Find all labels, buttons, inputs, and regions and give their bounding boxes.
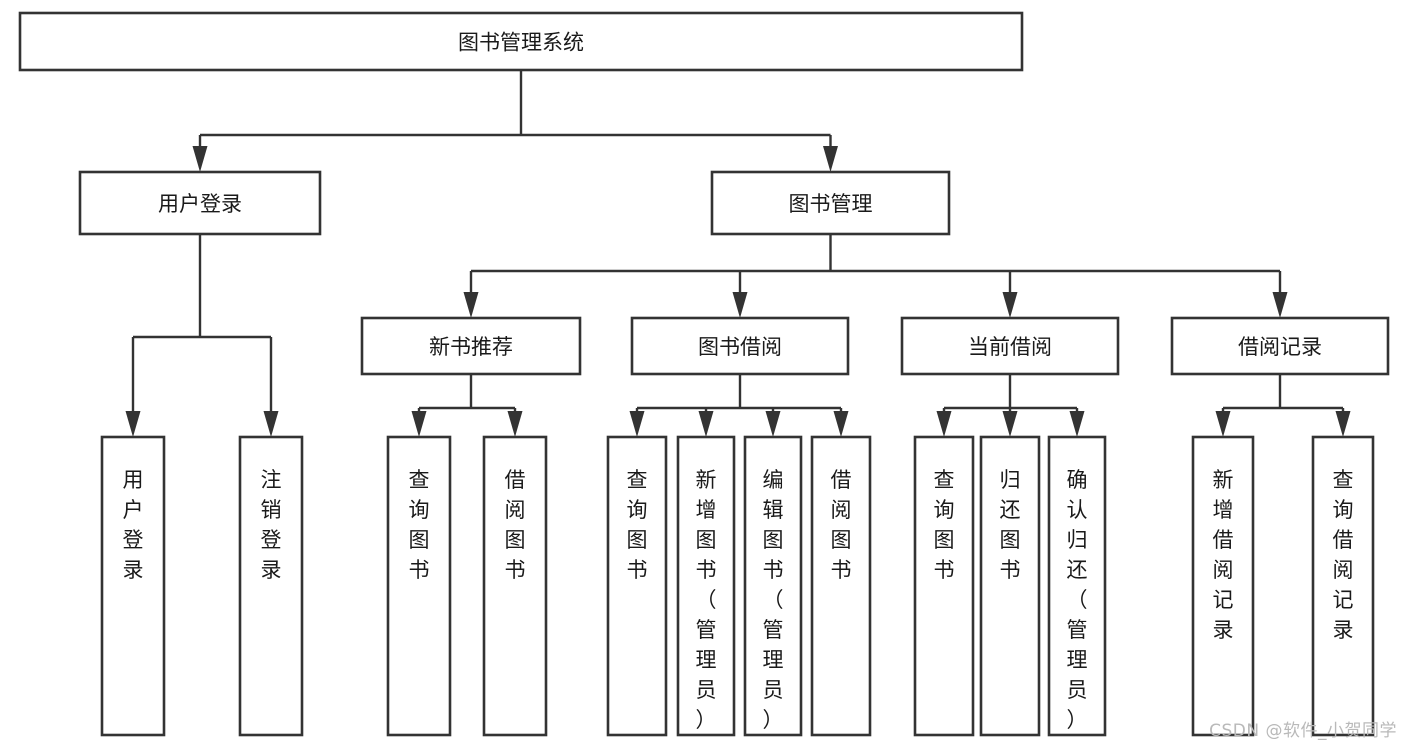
node-book-manage[interactable]: 图书管理: [710, 170, 951, 236]
connectors-layer: [125, 70, 1351, 437]
node-box: [100, 435, 166, 737]
node-leaf-query-book-3[interactable]: 查询图书: [913, 435, 975, 737]
arrow-head-icon: [1002, 411, 1018, 437]
node-label: 借阅图书: [505, 468, 526, 582]
node-box: [810, 435, 872, 737]
node-label: 新书推荐: [429, 335, 513, 359]
watermark: CSDN @软件_小贺同学: [1209, 721, 1397, 741]
node-book-borrow[interactable]: 图书借阅: [630, 316, 850, 376]
node-leaf-query-book-1[interactable]: 查询图书: [386, 435, 452, 737]
node-root[interactable]: 图书管理系统: [18, 11, 1024, 72]
node-leaf-borrow-book-1[interactable]: 借阅图书: [482, 435, 548, 737]
node-label: 当前借阅: [968, 335, 1052, 359]
node-label: 查询图书: [627, 468, 648, 582]
node-leaf-confirm-return[interactable]: 确认归还（管理员）: [1047, 435, 1107, 737]
node-label: 新增借阅记录: [1213, 468, 1234, 642]
arrow-head-icon: [1002, 292, 1018, 318]
node-box: [18, 11, 1024, 72]
node-box: [1311, 435, 1375, 737]
node-box: [238, 435, 304, 737]
arrow-head-icon: [1272, 292, 1288, 318]
node-label: 借阅记录: [1238, 335, 1322, 359]
node-box: [1191, 435, 1255, 737]
node-label: 查询图书: [934, 468, 955, 582]
arrow-head-icon: [507, 411, 523, 437]
node-box: [606, 435, 668, 737]
node-label: 新增图书（管理员）: [696, 468, 717, 732]
node-box: [482, 435, 548, 737]
node-box: [1170, 316, 1390, 376]
node-leaf-user-login[interactable]: 用户登录: [100, 435, 166, 737]
node-box: [630, 316, 850, 376]
node-label: 图书管理: [789, 192, 873, 216]
node-leaf-query-record[interactable]: 查询借阅记录: [1311, 435, 1375, 737]
node-box: [900, 316, 1120, 376]
arrow-head-icon: [411, 411, 427, 437]
node-label: 图书管理系统: [458, 31, 584, 55]
arrow-head-icon: [823, 146, 838, 172]
node-user-login[interactable]: 用户登录: [78, 170, 322, 236]
node-box: [913, 435, 975, 737]
arrow-head-icon: [263, 411, 279, 437]
node-leaf-add-record[interactable]: 新增借阅记录: [1191, 435, 1255, 737]
node-leaf-edit-book[interactable]: 编辑图书（管理员）: [743, 435, 803, 737]
node-box: [386, 435, 452, 737]
node-box: [360, 316, 582, 376]
nodes-layer: 图书管理系统用户登录图书管理新书推荐图书借阅当前借阅借阅记录用户登录注销登录查询…: [18, 11, 1390, 737]
arrow-head-icon: [1335, 411, 1351, 437]
arrow-head-icon: [698, 411, 714, 437]
arrow-head-icon: [629, 411, 645, 437]
node-label: 图书借阅: [698, 335, 782, 359]
arrow-head-icon: [765, 411, 781, 437]
arrow-head-icon: [192, 146, 208, 172]
node-label: 归还图书: [1000, 468, 1021, 582]
node-current-borrow[interactable]: 当前借阅: [900, 316, 1120, 376]
node-box: [1047, 435, 1107, 737]
node-new-book-rec[interactable]: 新书推荐: [360, 316, 582, 376]
arrow-head-icon: [1215, 411, 1231, 437]
node-borrow-record[interactable]: 借阅记录: [1170, 316, 1390, 376]
node-leaf-add-book[interactable]: 新增图书（管理员）: [676, 435, 736, 737]
arrow-head-icon: [732, 292, 748, 318]
arrow-head-icon: [125, 411, 141, 437]
node-label: 注销登录: [261, 468, 282, 582]
arrow-head-icon: [1069, 411, 1085, 437]
node-box: [743, 435, 803, 737]
node-box: [78, 170, 322, 236]
node-label: 查询图书: [409, 468, 430, 582]
node-box: [676, 435, 736, 737]
node-label: 编辑图书（管理员）: [763, 468, 784, 732]
arrow-head-icon: [833, 411, 849, 437]
node-label: 借阅图书: [831, 468, 852, 582]
arrow-head-icon: [936, 411, 952, 437]
node-leaf-borrow-book-2[interactable]: 借阅图书: [810, 435, 872, 737]
arrow-head-icon: [463, 292, 479, 318]
node-label: 用户登录: [158, 192, 242, 216]
node-label: 确认归还（管理员）: [1067, 468, 1088, 732]
node-leaf-query-book-2[interactable]: 查询图书: [606, 435, 668, 737]
node-label: 用户登录: [123, 468, 144, 582]
node-box: [710, 170, 951, 236]
node-leaf-user-logout[interactable]: 注销登录: [238, 435, 304, 737]
node-box: [979, 435, 1041, 737]
node-leaf-return-book[interactable]: 归还图书: [979, 435, 1041, 737]
node-label: 查询借阅记录: [1333, 468, 1354, 642]
